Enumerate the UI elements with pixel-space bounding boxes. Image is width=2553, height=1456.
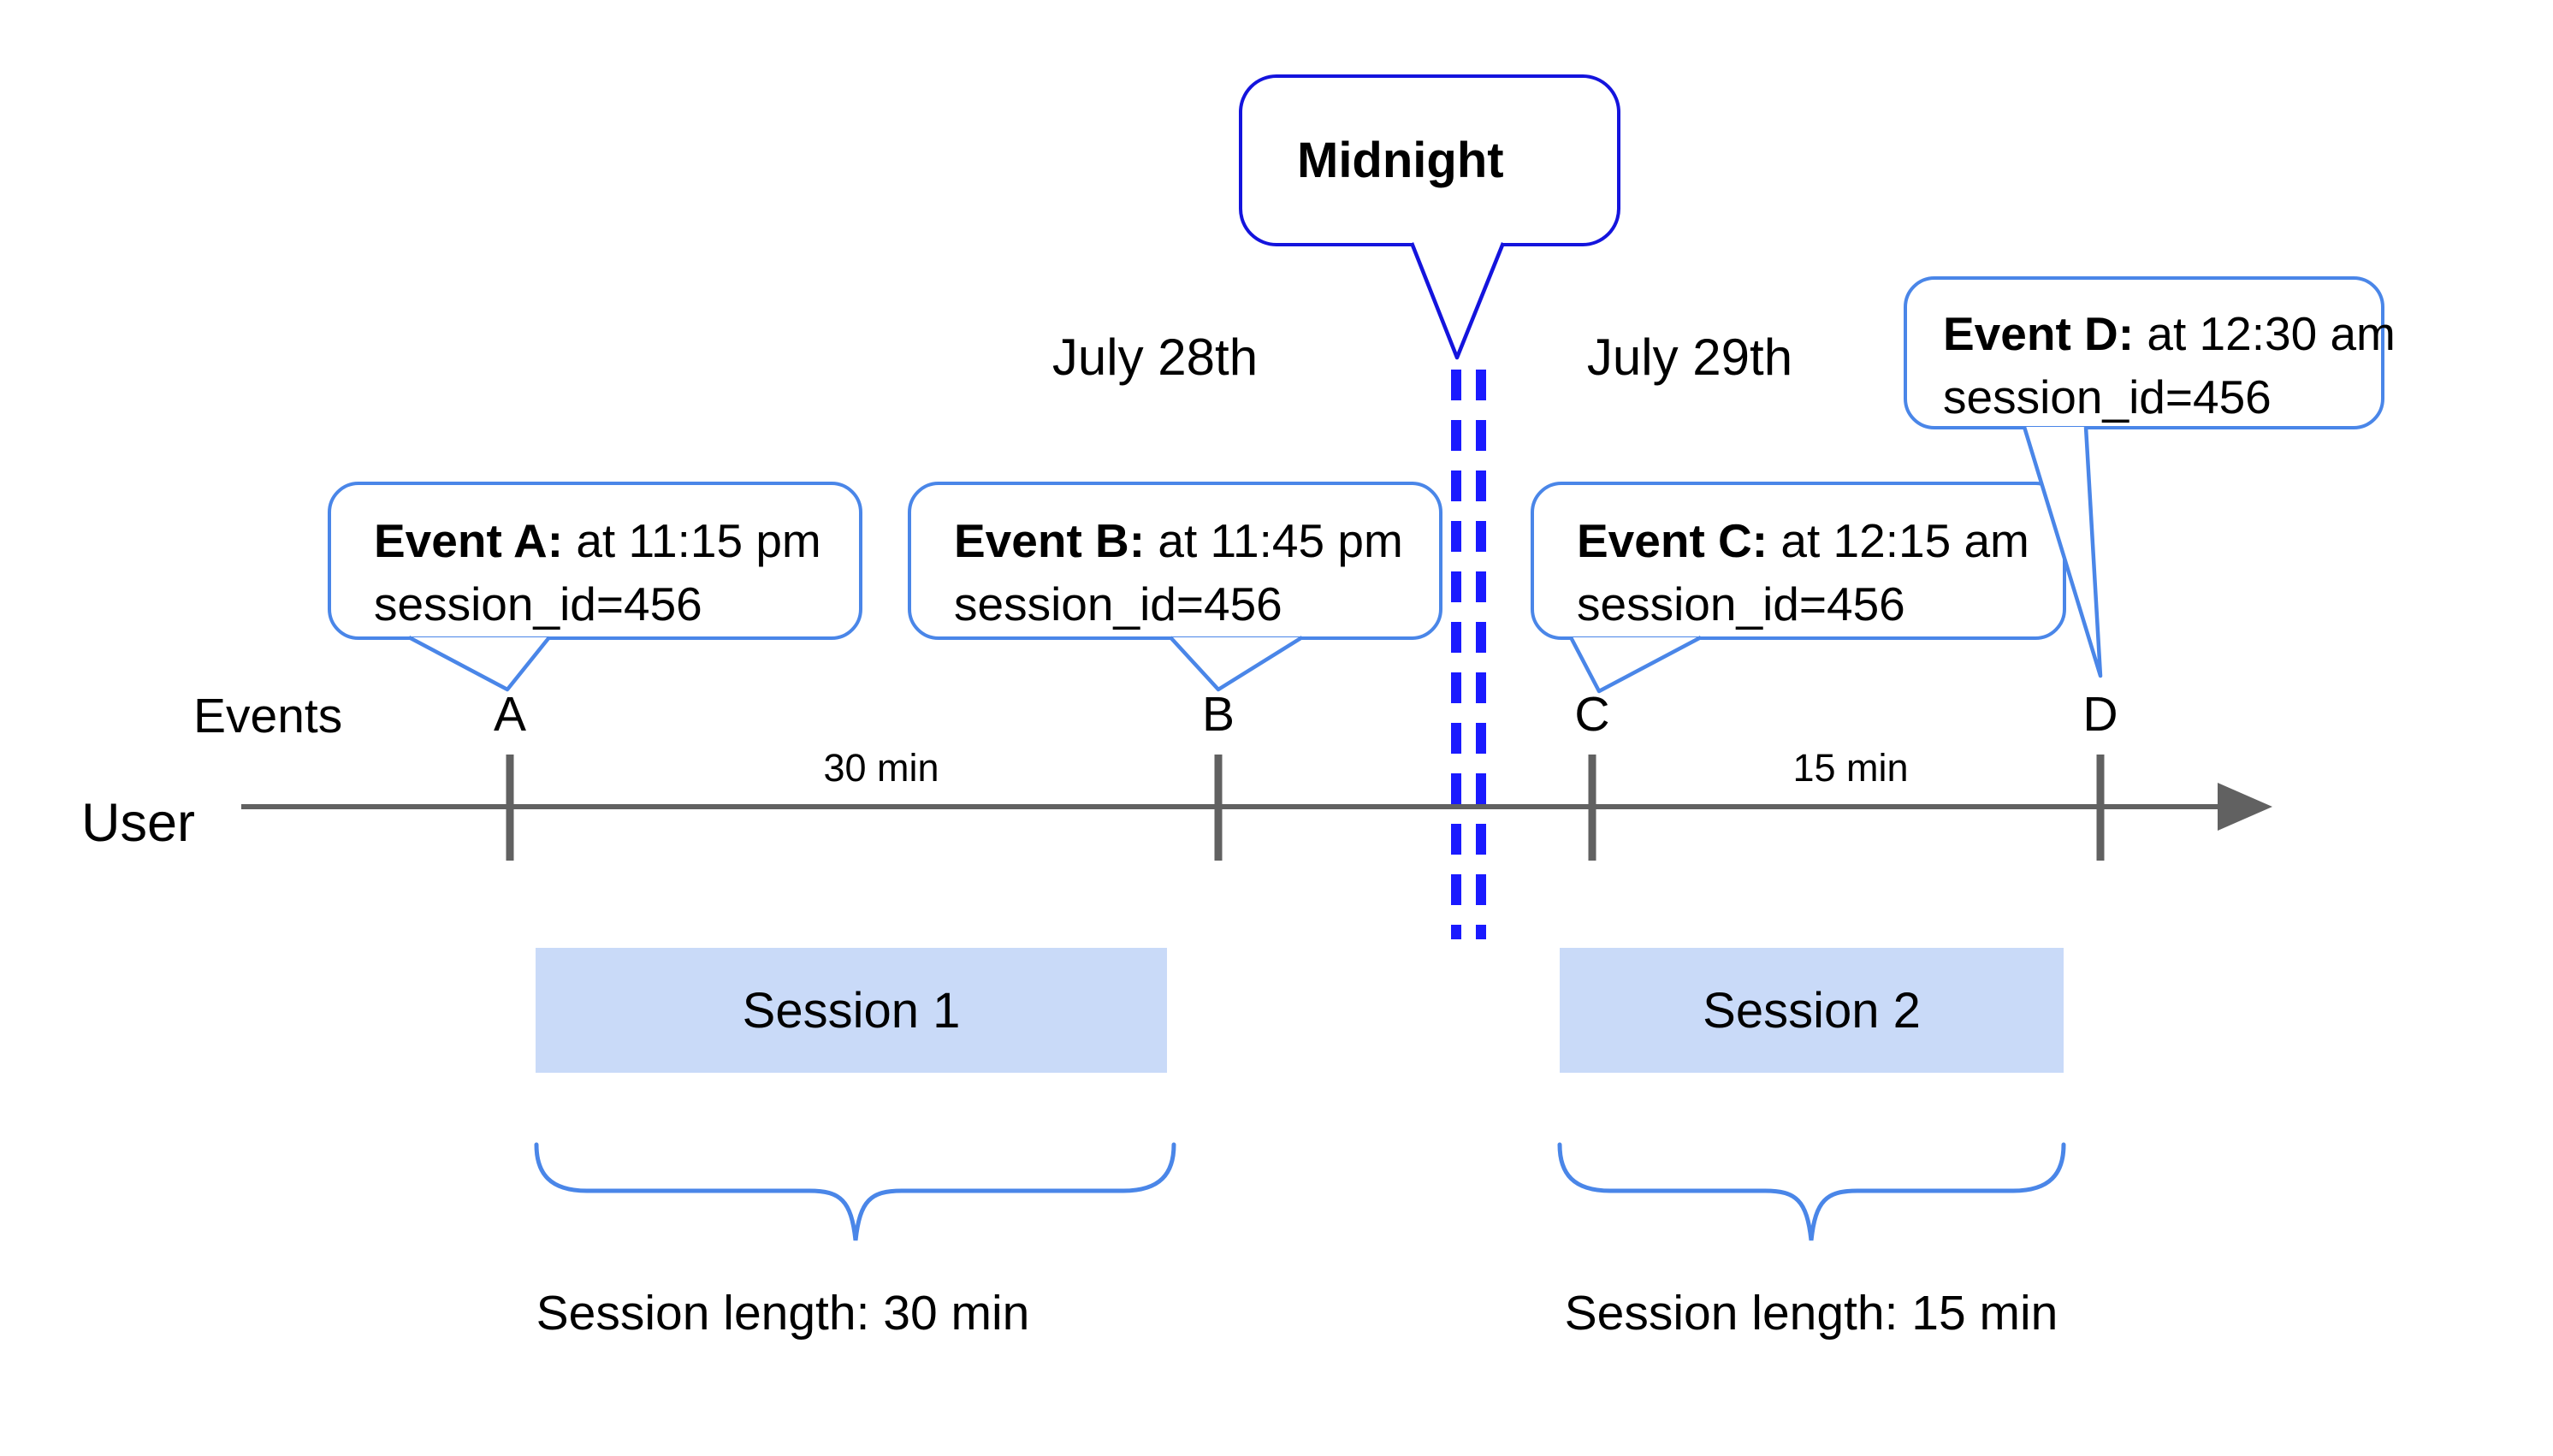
- user-axis-label: User: [81, 793, 196, 853]
- event-d-title: Event D:: [1943, 307, 2135, 360]
- tick-label-a: A: [493, 687, 527, 742]
- event-c-callout-tail: [1569, 636, 1703, 694]
- date-label-july-28: July 28th: [1051, 328, 1259, 386]
- midnight-callout-tail: [1409, 242, 1506, 360]
- event-b-callout: Event B: at 11:45 pm session_id=456: [908, 482, 1442, 640]
- session-2-label: Session 2: [1703, 982, 1921, 1039]
- session-1-length-caption: Session length: 30 min: [536, 1286, 1030, 1341]
- date-label-july-29: July 29th: [1586, 328, 1793, 386]
- session-1-brace: [534, 1142, 1176, 1241]
- interval-15min-label: 15 min: [1792, 746, 1909, 790]
- event-a-session-id: session_id=456: [374, 577, 702, 630]
- midnight-callout-label: Midnight: [1297, 133, 1504, 188]
- midnight-dashed-lines: [1451, 370, 1486, 939]
- event-c-callout: Event C: at 12:15 am session_id=456: [1531, 482, 2066, 640]
- event-d-time: at 12:30 am: [2134, 307, 2396, 360]
- session-1-label: Session 1: [742, 982, 961, 1039]
- session-2-length-caption: Session length: 15 min: [1564, 1286, 2058, 1341]
- session-2-brace: [1557, 1142, 2066, 1241]
- session-2-box: Session 2: [1560, 948, 2064, 1073]
- event-a-callout-tail: [407, 636, 551, 692]
- session-1-box: Session 1: [536, 948, 1167, 1073]
- session-braces: [534, 1142, 2066, 1241]
- event-a-time: at 11:15 pm: [563, 514, 821, 567]
- event-a-title: Event A:: [374, 514, 564, 567]
- event-b-title: Event B:: [954, 514, 1146, 567]
- tick-label-b: B: [1201, 687, 1235, 742]
- event-b-time: at 11:45 pm: [1145, 514, 1403, 567]
- event-b-session-id: session_id=456: [954, 577, 1282, 630]
- event-c-title: Event C:: [1577, 514, 1768, 567]
- event-d-session-id: session_id=456: [1943, 370, 2272, 423]
- midnight-callout: Midnight: [1239, 74, 1620, 246]
- timeline-arrowhead-icon: [2218, 783, 2272, 831]
- events-axis-label: Events: [193, 689, 343, 743]
- event-d-callout: Event D: at 12:30 am session_id=456: [1904, 276, 2396, 429]
- interval-30min-label: 30 min: [823, 746, 939, 790]
- event-c-time: at 12:15 am: [1768, 514, 2029, 567]
- tick-label-d: D: [2082, 687, 2118, 742]
- event-b-callout-tail: [1169, 636, 1304, 692]
- tick-label-c: C: [1574, 687, 1610, 742]
- event-a-callout: Event A: at 11:15 pm session_id=456: [328, 482, 862, 640]
- event-c-session-id: session_id=456: [1577, 577, 1905, 630]
